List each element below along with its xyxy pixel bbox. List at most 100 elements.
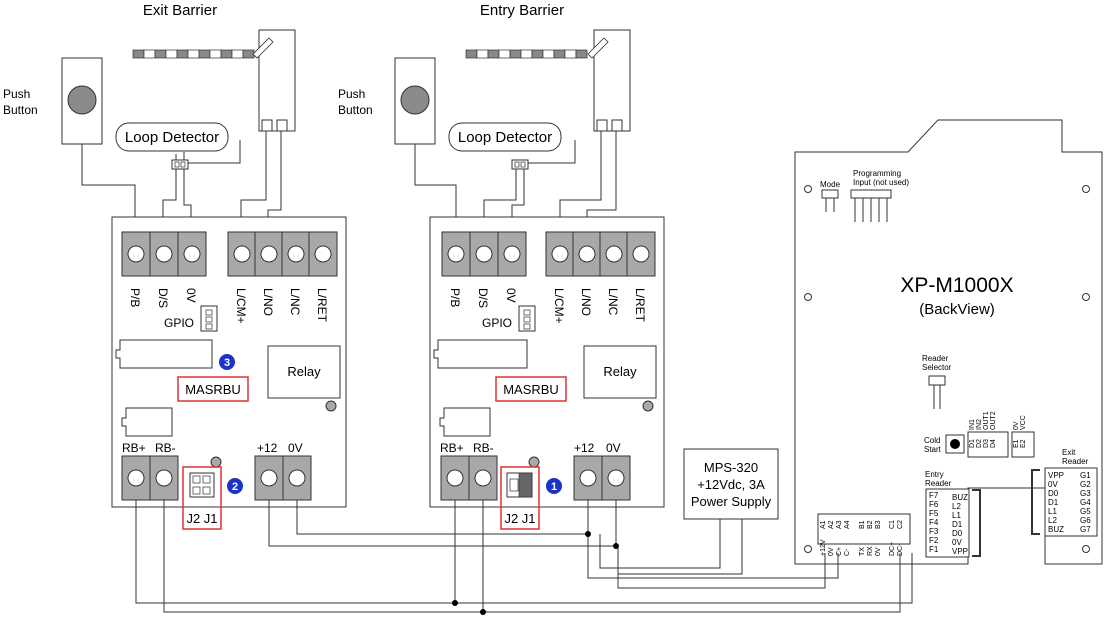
cold-start-label-1: Cold	[924, 436, 940, 445]
psu-line-2: +12Vdc, 3A	[697, 477, 765, 492]
exit-push-label-2: Button	[3, 103, 38, 117]
exit-jumper-label: J2 J1	[186, 511, 217, 526]
exit-model-label: MASRBU	[185, 382, 241, 397]
ba-code-3: A4	[844, 520, 851, 529]
entry-term-ds: D/S	[476, 288, 490, 308]
entry-push-label-2: Button	[338, 103, 373, 117]
cold-start-label-2: Start	[924, 445, 942, 454]
io-d-0: IN1	[969, 419, 976, 430]
entry-barrier-title: Entry Barrier	[480, 2, 564, 19]
entry-0v: 0V	[606, 441, 621, 455]
callout-3	[219, 354, 235, 370]
controller-title: XP-M1000X	[900, 274, 1013, 297]
exit-pin-l-6: BUZ	[1048, 525, 1064, 534]
callout-1-label: 1	[551, 481, 557, 493]
io-d-3: OUT2	[990, 411, 997, 430]
exit-pin-l-5: L2	[1048, 516, 1057, 525]
entry-pin-l-4: F3	[929, 527, 939, 536]
programming-label-2: Input (not used)	[853, 178, 909, 187]
exit-gpio-label: GPIO	[164, 316, 194, 330]
entry-pin-r-5: 0V	[952, 538, 962, 547]
exit-jumper-box	[182, 466, 222, 530]
exit-top-terminals	[121, 231, 338, 277]
entry-pin-l-3: F4	[929, 518, 939, 527]
exit-pin-r-4: G5	[1080, 507, 1091, 516]
exit-barrier-arm	[132, 29, 296, 132]
entry-reader-label-2: Reader	[925, 479, 952, 488]
exit-term-lno: L/NO	[261, 288, 275, 316]
io-d-code-0: D1	[969, 439, 976, 448]
exit-term-lret: L/RET	[315, 288, 329, 323]
exit-pin-r-5: G6	[1080, 516, 1091, 525]
entry-relay-label: Relay	[603, 364, 637, 379]
io-e-code-1: E2	[1020, 439, 1027, 448]
entry-loop-detector-label: Loop Detector	[458, 129, 552, 146]
entry-reader-label-1: Entry	[925, 470, 944, 479]
exit-term-0v: 0V	[184, 288, 198, 303]
bb-code-2: B3	[875, 520, 882, 529]
entry-term-0v: 0V	[504, 288, 518, 303]
exit-model-box	[177, 376, 249, 402]
exit-pin-r-6: G7	[1080, 525, 1091, 534]
bc-code-1: C2	[897, 520, 904, 529]
exit-pin-l-2: D0	[1048, 489, 1059, 498]
exit-relay-label: Relay	[287, 364, 321, 379]
exit-rbminus: RB-	[155, 441, 176, 455]
entry-pin-r-0: BUZ	[952, 493, 968, 502]
bb-code-1: B2	[867, 520, 874, 529]
entry-loop-detector	[448, 122, 562, 152]
io-e-code-0: E1	[1013, 439, 1020, 448]
exit-reader-label-2: Reader	[1062, 457, 1089, 466]
callout-2-label: 2	[232, 481, 238, 493]
controller-subtitle: (BackView)	[919, 301, 995, 318]
entry-term-lcm: L/CM+	[552, 288, 566, 324]
ba-2: C+	[836, 547, 843, 556]
ba-code-0: A1	[820, 520, 827, 529]
io-e-1: VCC	[1020, 415, 1027, 430]
exit-pin-l-3: D1	[1048, 498, 1059, 507]
entry-reader-terminal	[925, 488, 970, 558]
controller: XP-M1000X (BackView) Mode Programming In…	[794, 119, 1103, 565]
io-d-2: OUT1	[983, 411, 990, 430]
exit-barrier-title: Exit Barrier	[143, 2, 217, 19]
entry-pin-l-6: F1	[929, 545, 939, 554]
reader-selector-label-2: Selector	[922, 363, 952, 372]
entry-model-label: MASRBU	[503, 382, 559, 397]
lower-wiring	[135, 500, 913, 613]
wire-junctions	[452, 531, 619, 615]
entry-term-lnc: L/NC	[606, 288, 620, 316]
exit-0v: 0V	[288, 441, 303, 455]
ba-3: C-	[844, 548, 851, 556]
exit-term-lnc: L/NC	[288, 288, 302, 316]
entry-gpio-label: GPIO	[482, 316, 512, 330]
entry-term-pb: P/B	[448, 288, 462, 307]
exit-pin-r-3: G4	[1080, 498, 1091, 507]
bb-code-0: B1	[859, 520, 866, 529]
entry-plus12: +12	[574, 441, 595, 455]
exit-pin-r-0: G1	[1080, 471, 1091, 480]
mode-label: Mode	[820, 180, 841, 189]
entry-jumper-label: J2 J1	[504, 511, 535, 526]
entry-pin-l-0: F7	[929, 491, 939, 500]
io-e-0: 0V	[1013, 421, 1020, 430]
exit-reader-label-1: Exit	[1062, 448, 1076, 457]
exit-term-ds: D/S	[156, 288, 170, 308]
io-d-code-1: D2	[976, 439, 983, 448]
exit-push-label-1: Push	[3, 87, 30, 101]
entry-jumper-box	[500, 466, 540, 530]
entry-board: P/B D/S 0V L/CM+ L/NO L/NC L/RET GPIO Re…	[429, 216, 665, 530]
entry-rbminus: RB-	[473, 441, 494, 455]
exit-board: P/B D/S 0V L/CM+ L/NO L/NC L/RET GPIO Re…	[111, 216, 347, 530]
exit-pin-l-0: VPP	[1048, 471, 1064, 480]
entry-push-button	[394, 57, 436, 145]
entry-pin-r-4: D0	[952, 529, 963, 538]
io-d-code-2: D3	[983, 439, 990, 448]
exit-loop-detector	[115, 122, 229, 152]
exit-reader-terminal	[1044, 467, 1098, 537]
bb-0: TX	[859, 547, 866, 556]
entry-pin-l-5: F2	[929, 536, 939, 545]
exit-pin-l-1: 0V	[1048, 480, 1058, 489]
entry-pin-r-1: L2	[952, 502, 961, 511]
exit-loop-detector-label: Loop Detector	[125, 129, 219, 146]
